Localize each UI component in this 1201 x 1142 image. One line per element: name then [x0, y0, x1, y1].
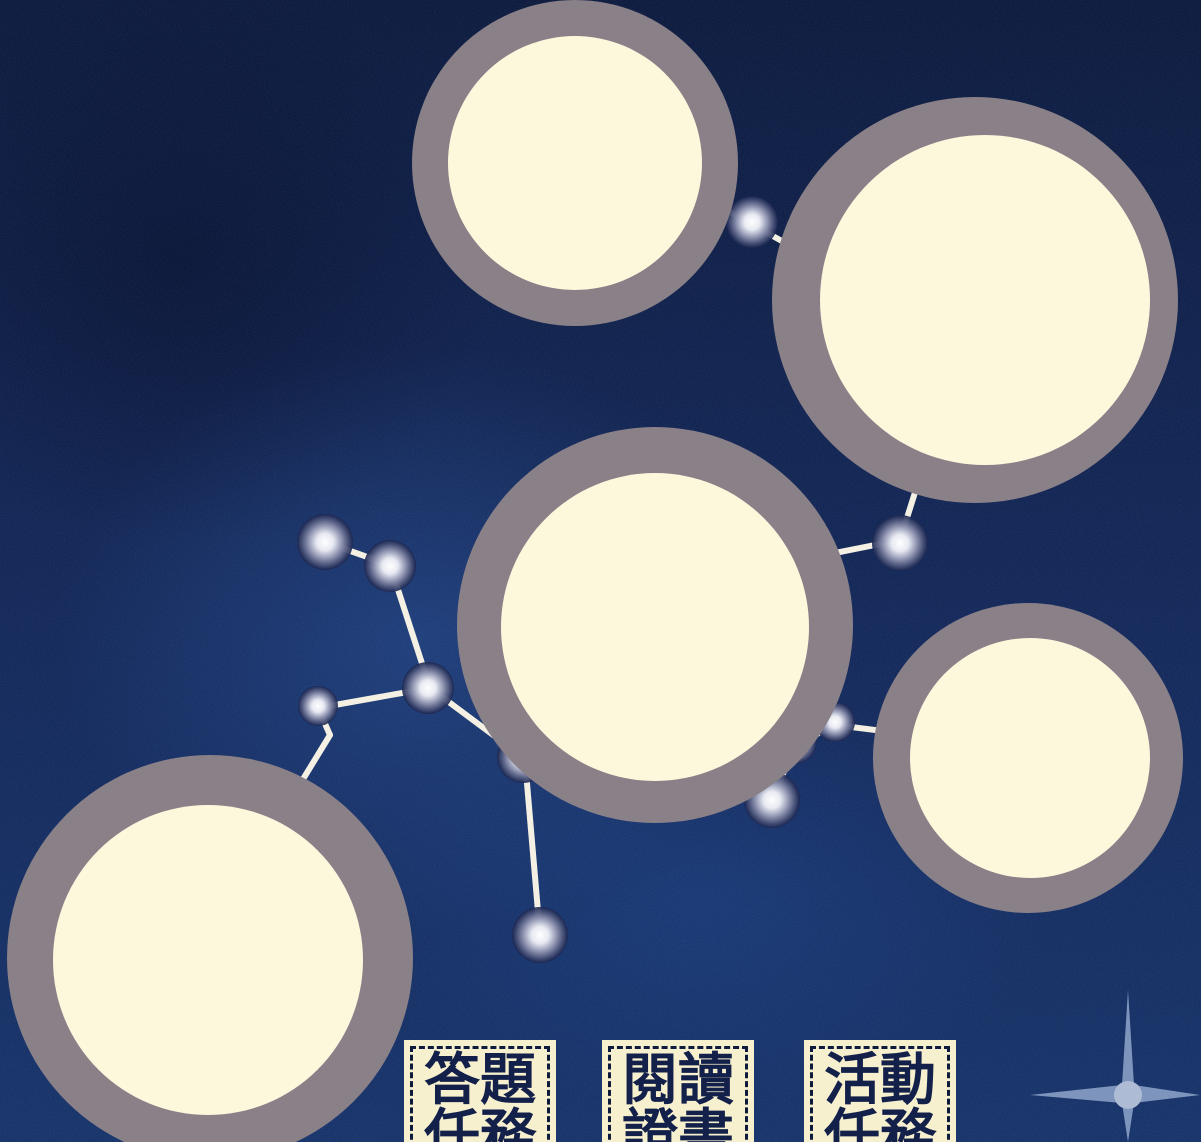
activity-mission-button[interactable]: 活動任務 [804, 1040, 956, 1142]
answer-mission-label: 答題任務 [424, 1048, 536, 1142]
planet-face [448, 36, 702, 290]
planet-right-small[interactable] [873, 603, 1183, 913]
planet-face [820, 135, 1150, 465]
activity-mission-label: 活動任務 [824, 1048, 936, 1142]
planet-face [910, 638, 1150, 878]
planet-top[interactable] [412, 0, 738, 326]
star-node [872, 515, 928, 571]
star-node [726, 196, 778, 248]
star-node [512, 907, 568, 963]
star-node [297, 514, 353, 570]
star-node [298, 686, 338, 726]
planet-right-large[interactable] [772, 97, 1178, 503]
sparkle-star-icon [1030, 990, 1200, 1142]
answer-mission-button[interactable]: 答題任務 [404, 1040, 556, 1142]
star-node [402, 662, 454, 714]
connector-line [522, 757, 543, 938]
reading-certificate-label: 閱讀證書 [622, 1048, 734, 1142]
planet-center[interactable] [457, 427, 853, 823]
planet-face [501, 473, 809, 781]
reading-certificate-button[interactable]: 閱讀證書 [602, 1040, 754, 1142]
planet-face [53, 805, 363, 1115]
planet-bottom-left[interactable] [7, 755, 413, 1142]
star-node [364, 540, 416, 592]
